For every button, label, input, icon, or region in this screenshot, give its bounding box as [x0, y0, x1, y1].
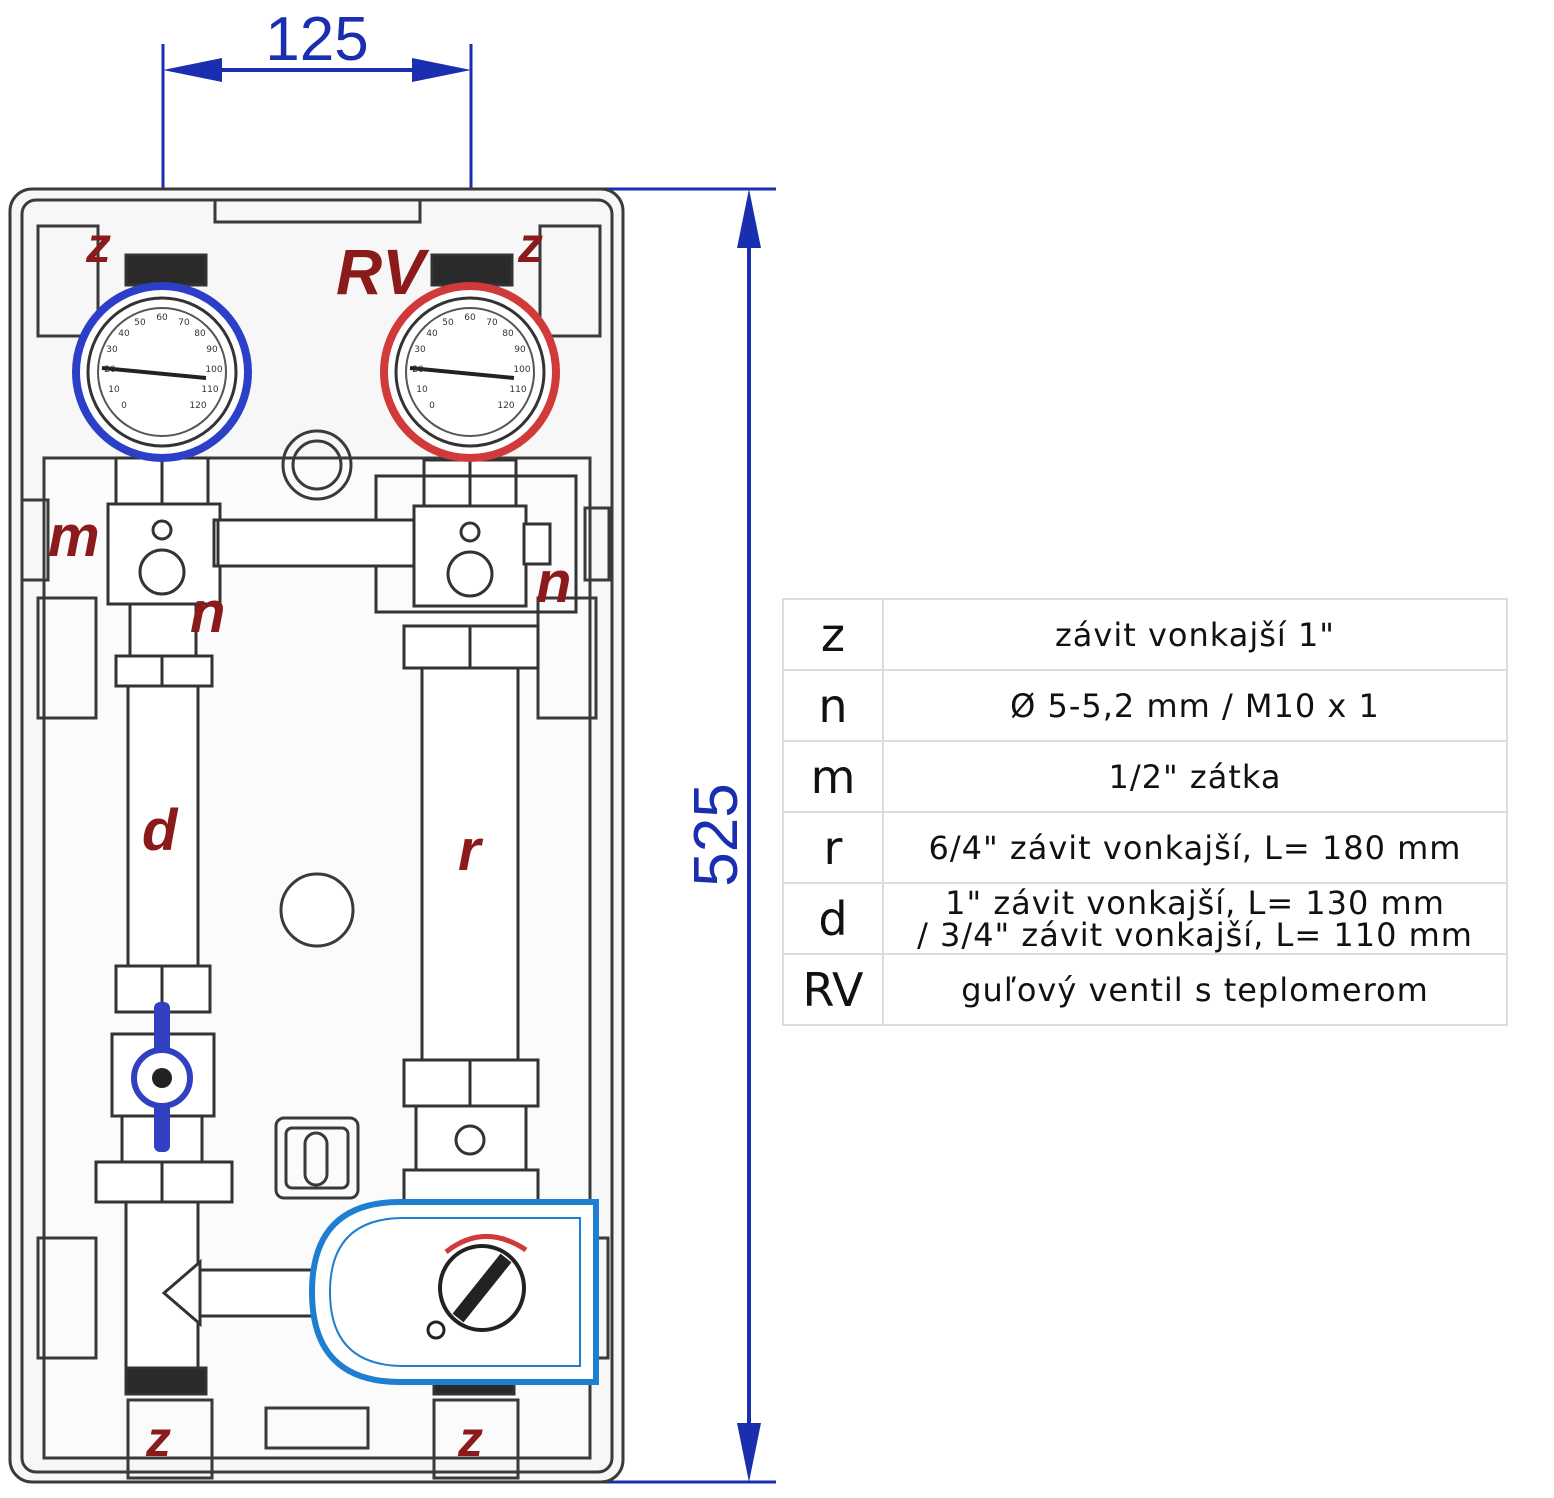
gauge-tick: 50 [442, 318, 454, 328]
label-m: m [48, 504, 100, 569]
legend-description: guľový ventil s teplomerom [882, 953, 1508, 1026]
legend-row: d 1" závit vonkajší, L= 130 mm / 3/4" zá… [782, 882, 1508, 955]
legend-description: 1" závit vonkajší, L= 130 mm / 3/4" závi… [882, 882, 1508, 955]
gauge-tick: 70 [486, 318, 498, 328]
gauge-tick: 120 [189, 401, 206, 411]
gauge-tick: 100 [513, 365, 530, 375]
gauge-tick: 0 [121, 401, 127, 411]
legend-description-line: / 3/4" závit vonkajší, L= 110 mm [917, 915, 1473, 954]
legend-description: Ø 5-5,2 mm / M10 x 1 [882, 669, 1508, 742]
thermometer-cold: 60 70 50 80 40 90 30 100 20 110 10 120 0 [72, 282, 252, 462]
height-dimension-label: 525 [682, 783, 751, 886]
gauge-tick: 110 [509, 385, 526, 395]
legend-description-line: 1/2" zátka [1108, 757, 1282, 796]
gauge-tick: 40 [426, 329, 438, 339]
label-z-top-left: z [85, 217, 111, 273]
gauge-tick: 30 [414, 345, 426, 355]
label-n-left: n [190, 580, 225, 645]
legend-table: z závit vonkajší 1" n Ø 5-5,2 mm / M10 x… [782, 598, 1508, 1026]
legend-description-line: závit vonkajší 1" [1054, 615, 1336, 654]
gauge-tick: 20 [412, 365, 424, 375]
gauge-tick: 0 [429, 401, 435, 411]
legend-code: r [782, 811, 884, 884]
legend-description: 1/2" zátka [882, 740, 1508, 813]
gauge-tick: 110 [201, 385, 218, 395]
gauge-tick: 70 [178, 318, 190, 328]
gauge-tick: 90 [206, 345, 218, 355]
gauge-tick: 120 [497, 401, 514, 411]
legend-row: m 1/2" zátka [782, 740, 1508, 813]
thermometer-hot: 60 70 50 80 40 90 30 100 20 110 10 120 0 [380, 282, 560, 462]
label-d: d [142, 798, 179, 863]
legend-description: závit vonkajší 1" [882, 598, 1508, 671]
gauge-tick: 30 [106, 345, 118, 355]
legend-row: r 6/4" závit vonkajší, L= 180 mm [782, 811, 1508, 884]
gauge-tick: 60 [156, 313, 168, 323]
gauge-tick: 100 [205, 365, 222, 375]
label-rv: RV [336, 236, 430, 308]
height-dimension: 525 [600, 187, 776, 1484]
width-dimension-label: 125 [265, 5, 368, 74]
label-r: r [458, 818, 484, 883]
width-dimension: 125 [161, 5, 473, 262]
pump [308, 1199, 599, 1385]
legend-description-line: guľový ventil s teplomerom [961, 970, 1429, 1009]
legend-description-line: 6/4" závit vonkajší, L= 180 mm [928, 828, 1462, 867]
legend-description: 6/4" závit vonkajší, L= 180 mm [882, 811, 1508, 884]
callout-labels: z RV z m n n d r z z [48, 217, 571, 1467]
gauge-tick: 10 [108, 385, 120, 395]
right-pipe-assembly [216, 253, 578, 1396]
gauge-tick: 10 [416, 385, 428, 395]
legend-row: z závit vonkajší 1" [782, 598, 1508, 671]
label-z-top-right: z [517, 217, 543, 273]
legend-row: RV guľový ventil s teplomerom [782, 953, 1508, 1026]
legend-code: m [782, 740, 884, 813]
gauge-tick: 90 [514, 345, 526, 355]
gauge-tick: 80 [194, 329, 206, 339]
legend-code: z [782, 598, 884, 671]
legend-code: RV [782, 953, 884, 1026]
legend-description-line: 1" závit vonkajší, L= 130 mm [945, 883, 1445, 922]
gauge-tick: 40 [118, 329, 130, 339]
gauge-tick: 60 [464, 313, 476, 323]
legend-description-line: Ø 5-5,2 mm / M10 x 1 [1010, 686, 1380, 725]
gauge-tick: 80 [502, 329, 514, 339]
legend-row: n Ø 5-5,2 mm / M10 x 1 [782, 669, 1508, 742]
ball-valve-handle [131, 1002, 193, 1152]
gauge-tick: 50 [134, 318, 146, 328]
label-n-right: n [536, 550, 571, 615]
legend-code: d [782, 882, 884, 955]
legend-code: n [782, 669, 884, 742]
label-z-bottom-right: z [457, 1411, 483, 1467]
gauge-tick: 20 [104, 365, 116, 375]
label-z-bottom-left: z [145, 1411, 171, 1467]
